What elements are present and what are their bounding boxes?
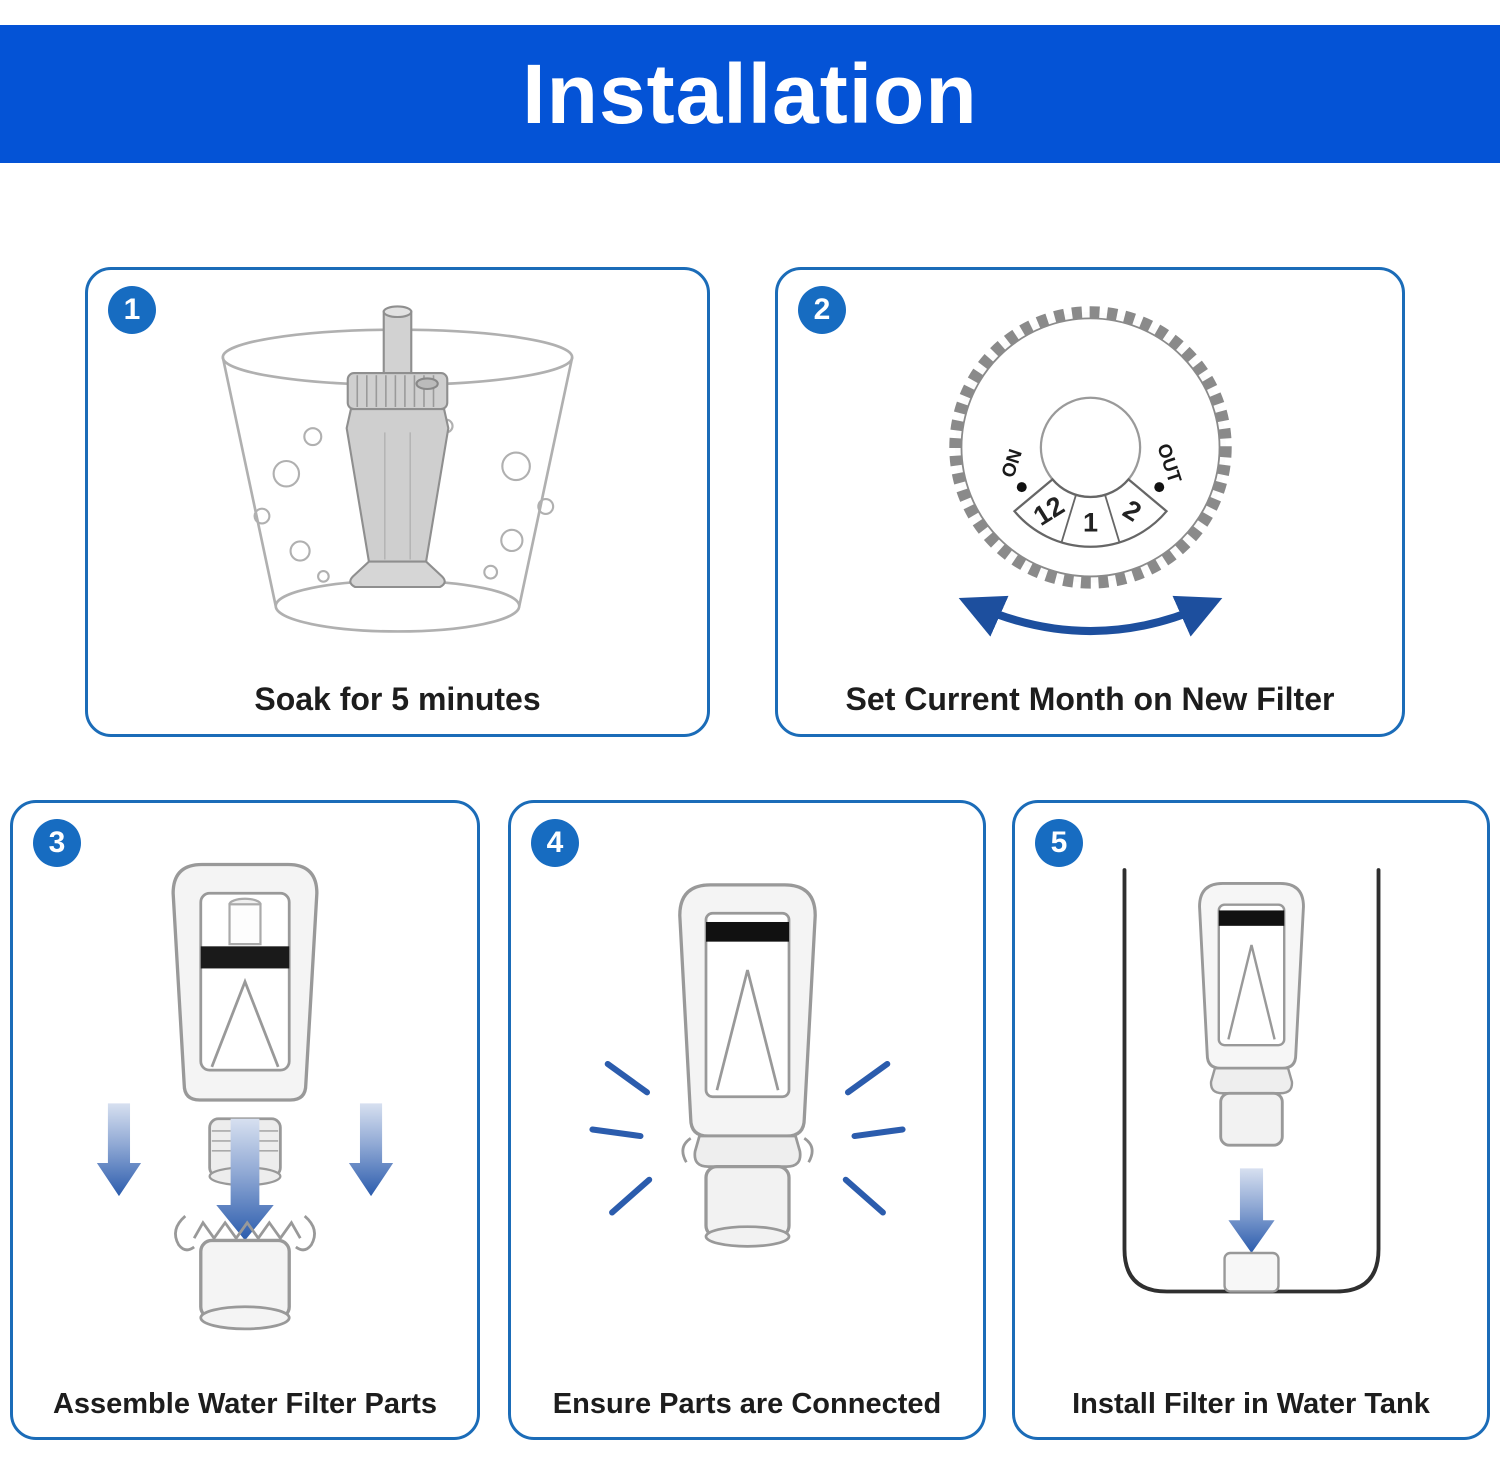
- step-caption: Soak for 5 minutes: [254, 681, 541, 717]
- tank-slot-icon: [1222, 1251, 1280, 1293]
- step-card-2: 2 12 1 2 ON OUT: [775, 267, 1405, 737]
- assembled-filter-icon: [677, 883, 817, 1248]
- soak-cup-illustration: [221, 305, 574, 633]
- dial-month-1: 1: [1082, 507, 1097, 537]
- step-number-badge: 3: [33, 819, 81, 867]
- install-in-tank-illustration: [1122, 868, 1380, 1294]
- connected-filter-illustration: [588, 883, 906, 1248]
- title-banner: Installation: [0, 25, 1500, 163]
- click-lines-icon: [588, 1060, 906, 1216]
- out-dot-icon: [1153, 482, 1164, 493]
- step-caption: Ensure Parts are Connected: [552, 1388, 942, 1420]
- filter-cartridge-icon: [345, 305, 450, 589]
- rotate-both-ways-arrow-icon: [958, 595, 1222, 637]
- assembled-filter-icon: [1197, 882, 1305, 1147]
- step-caption: Assemble Water Filter Parts: [52, 1388, 438, 1420]
- step-number-badge: 5: [1035, 819, 1083, 867]
- step-card-1: 1: [85, 267, 710, 737]
- down-arrow-right-icon: [348, 1103, 394, 1197]
- down-arrow-icon: [1227, 1168, 1275, 1253]
- bubbles-icon: [253, 418, 555, 583]
- filter-housing-icon: [171, 862, 319, 1102]
- step-caption: Set Current Month on New Filter: [845, 681, 1335, 717]
- step-card-3: 3: [10, 800, 480, 1440]
- step-card-5: 5 Install F: [1012, 800, 1490, 1440]
- page-title: Installation: [522, 46, 978, 141]
- step-caption: Install Filter in Water Tank: [1072, 1388, 1430, 1420]
- cap-part-icon: [174, 1215, 316, 1331]
- dial-wheel-icon: 12 1 2 ON OUT: [948, 306, 1232, 589]
- step-number-badge: 1: [108, 286, 156, 334]
- down-arrow-center-icon: [216, 1118, 274, 1241]
- assemble-parts-illustration: [96, 862, 394, 1331]
- on-dot-icon: [1016, 482, 1027, 493]
- down-arrow-left-icon: [96, 1103, 142, 1197]
- step-number-badge: 4: [531, 819, 579, 867]
- month-dial-illustration: 12 1 2 ON OUT: [948, 306, 1232, 637]
- step-card-4: 4 Ensure Parts are Connected: [508, 800, 986, 1440]
- step-number-badge: 2: [798, 286, 846, 334]
